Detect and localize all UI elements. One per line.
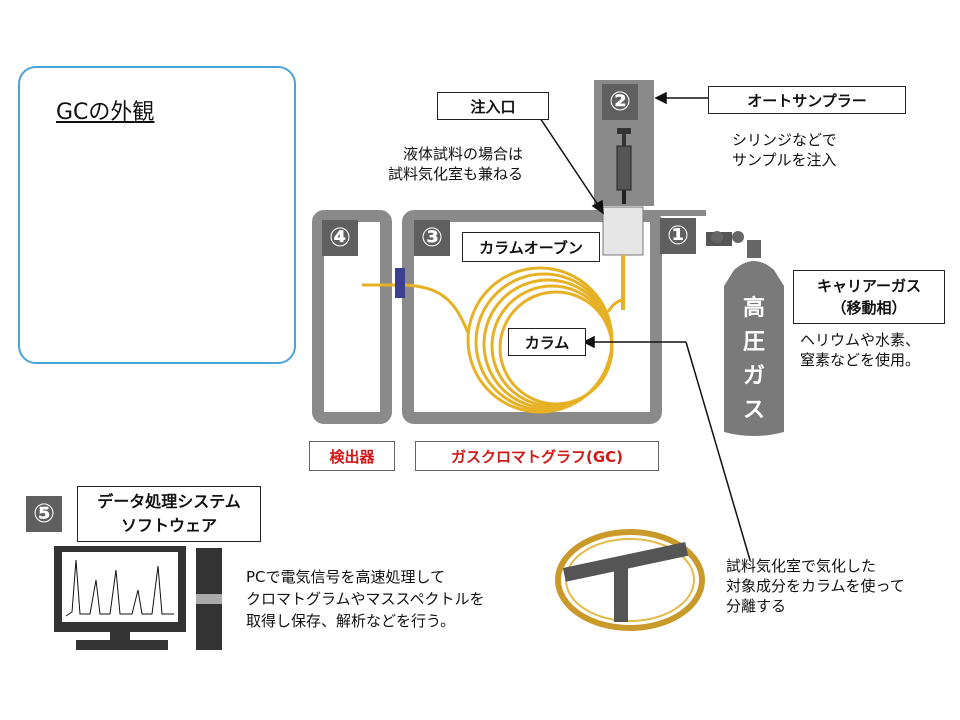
badge-carrier: ① (660, 218, 696, 254)
column-note-line: 試料気化室で気化した (726, 557, 877, 575)
detector-label: 検出器 (309, 441, 395, 471)
software-note-line: PCで電気信号を高速処理して (246, 568, 446, 586)
arrow-column (582, 335, 751, 561)
gas-char-1: 高 (742, 296, 765, 321)
badge-autosampler: ② (602, 84, 638, 120)
software-label-line2: ソフトウェア (120, 516, 217, 535)
gas-char-4: ス (742, 398, 765, 423)
gas-char-2: 圧 (742, 330, 765, 355)
injector-label: 注入口 (437, 92, 549, 120)
injector-note-line: 液体試料の場合は (403, 145, 524, 163)
oven-label: カラムオーブン (462, 232, 600, 262)
badge-detector: ④ (322, 220, 358, 256)
arrow-autosampler (654, 91, 708, 105)
column-note-line: 分離する (726, 597, 787, 615)
badge-software: ⑤ (26, 496, 62, 532)
software-label-line1: データ処理システム (97, 492, 241, 511)
carrier-label-line1: キャリアーガス (816, 277, 922, 295)
column-note-line: 対象成分をカラムを使って (726, 577, 905, 595)
detector-frame (312, 210, 392, 424)
overview-title: GCの外観 (56, 100, 155, 125)
oven-frame (402, 210, 662, 424)
column-label: カラム (508, 328, 586, 356)
software-label: データ処理システム ソフトウェア (77, 486, 261, 542)
software-note: PCで電気信号を高速処理して クロマトグラムやマススペクトルを 取得し保存、解析… (246, 566, 485, 632)
syringe-icon (616, 145, 632, 191)
injector-block (602, 206, 644, 256)
column-coil (466, 266, 614, 414)
badge-oven: ③ (414, 220, 450, 256)
gas-char-3: ガ (742, 364, 765, 389)
injector-note: 液体試料の場合は 試料気化室も兼ねる (388, 144, 523, 184)
pc-monitor-icon (54, 546, 222, 650)
gc-overview-panel: GCの外観 (18, 66, 296, 364)
autosampler-note-line: サンプルを注入 (732, 151, 837, 169)
injector-note-line: 試料気化室も兼ねる (388, 165, 524, 183)
column-note: 試料気化室で気化した 対象成分をカラムを使って 分離する (726, 556, 905, 616)
carrier-note-line: ヘリウムや水素、 (800, 331, 921, 349)
carrier-label-line2: （移動相） (831, 299, 907, 317)
software-note-line: 取得し保存、解析などを行う。 (246, 612, 456, 630)
carrier-note-line: 窒素などを使用。 (800, 351, 921, 369)
arrow-injector (539, 117, 604, 215)
carrier-note: ヘリウムや水素、 窒素などを使用。 (800, 330, 920, 370)
capillary-column-photo (555, 529, 705, 631)
gc-label: ガスクロマトグラフ(GC) (415, 441, 659, 471)
gas-cylinder-icon (706, 231, 784, 436)
gas-cylinder-label: 高 圧 ガ ス (729, 292, 779, 428)
carrier-label: キャリアーガス （移動相） (793, 270, 945, 324)
autosampler-label: オートサンプラー (708, 86, 906, 114)
software-note-line: クロマトグラムやマススペクトルを (246, 590, 485, 608)
autosampler-note-line: シリンジなどで (732, 131, 837, 149)
detector-connector (395, 268, 405, 298)
autosampler-note: シリンジなどで サンプルを注入 (732, 130, 837, 170)
